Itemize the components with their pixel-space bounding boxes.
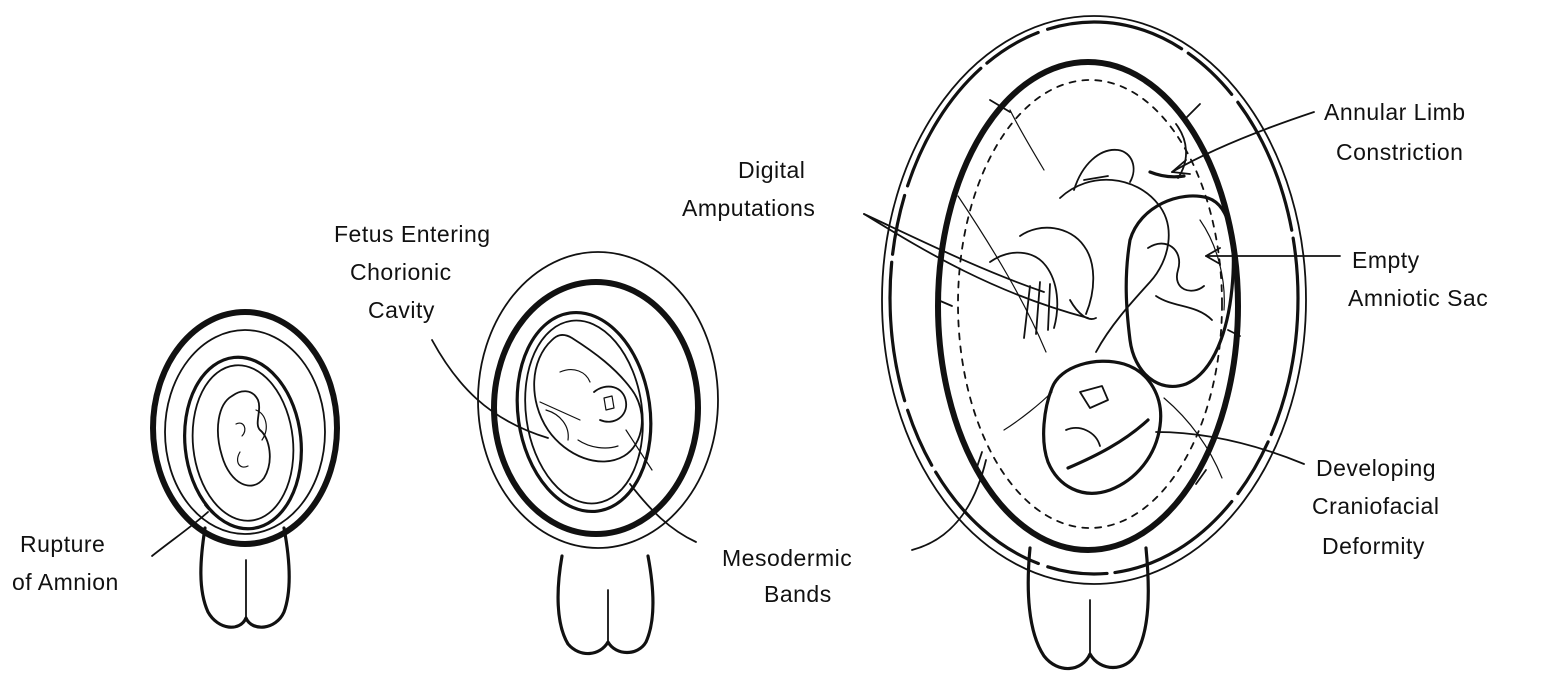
label-craniofacial-deformity: Developing Craniofacial Deformity [1312,455,1439,559]
label-rupture-of-amnion: Rupture of Amnion [12,531,119,595]
label-line: of Amnion [12,569,119,595]
label-line: Chorionic [350,259,452,285]
label-line: Digital [738,157,805,183]
stage-2-uterus [478,252,718,654]
stage-3-uterus [882,16,1306,669]
rupture-leader [152,512,208,556]
label-line: Deformity [1322,533,1425,559]
craniofacial-leader [1156,432,1304,464]
label-annular-limb-constriction: Annular Limb Constriction [1324,99,1466,165]
label-line: Craniofacial [1312,493,1439,519]
label-line: Fetus Entering [334,221,491,247]
label-line: Rupture [20,531,105,557]
label-empty-amniotic-sac: Empty Amniotic Sac [1348,247,1488,311]
mesodermic-leader-2 [912,460,986,550]
label-line: Bands [764,581,832,607]
stage-1-uterus [153,312,337,627]
label-mesodermic-bands: Mesodermic Bands [722,545,852,607]
label-line: Mesodermic [722,545,852,571]
label-line: Empty [1352,247,1420,273]
label-digital-amputations: Digital Amputations [682,157,815,221]
label-line: Cavity [368,297,435,323]
label-line: Amputations [682,195,815,221]
mesodermic-leader-1 [630,484,696,542]
fetus-entering-leader [432,340,548,438]
label-fetus-entering: Fetus Entering Chorionic Cavity [334,221,491,323]
label-line: Amniotic Sac [1348,285,1488,311]
label-line: Constriction [1336,139,1463,165]
label-line: Developing [1316,455,1436,481]
label-line: Annular Limb [1324,99,1466,125]
